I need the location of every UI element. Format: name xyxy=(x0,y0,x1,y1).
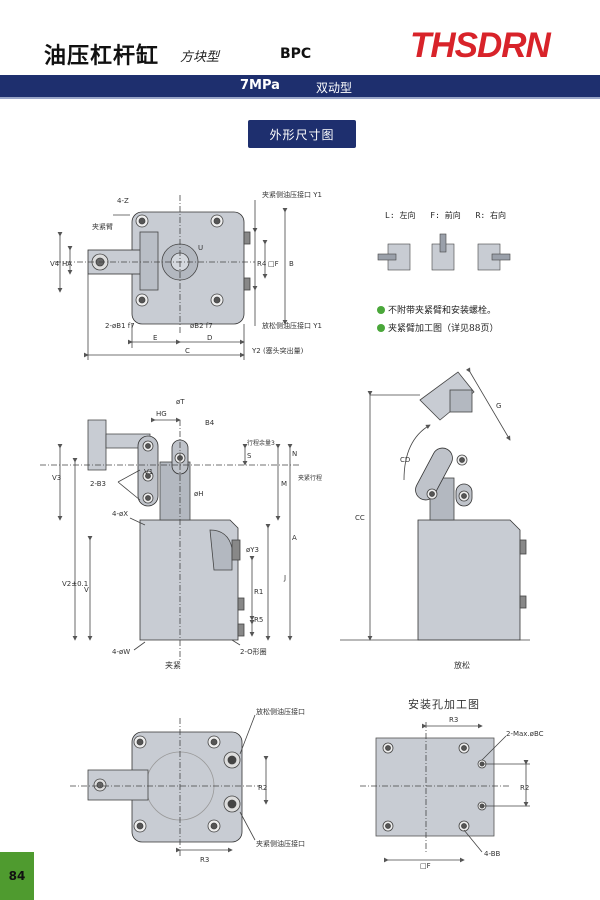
label-r2-install: R2 xyxy=(520,784,529,792)
label-t: øT xyxy=(176,398,185,406)
bottom-view-drawing xyxy=(70,714,269,856)
label-f-install: □F xyxy=(420,862,431,870)
label-r3-install: R3 xyxy=(449,716,458,724)
label-r4: R4 xyxy=(257,260,267,268)
orientation-legend: L: 左向 F: 前向 R: 右向 xyxy=(385,210,516,221)
label-u: U xyxy=(198,244,203,252)
bottom-view-labels: 放松侧油压接口 夹紧侧油压接口 R2 R3 xyxy=(200,707,305,864)
install-hole-labels: R3 2-Max.øBC R2 □F 4-BB xyxy=(420,716,544,870)
label-v: V xyxy=(84,586,89,594)
label-clamp-arm: 夹紧臂 xyxy=(92,222,113,231)
label-o: 2-O形圈 xyxy=(240,648,267,656)
model-code: BPC xyxy=(280,46,312,62)
label-j: J xyxy=(283,574,286,582)
label-cd: CD xyxy=(400,456,410,464)
label-h: øH xyxy=(194,490,204,498)
orientation-icons xyxy=(377,233,511,271)
label-x: 4-øX xyxy=(112,510,128,518)
action-type-label: 双动型 xyxy=(316,81,353,95)
top-view-drawing xyxy=(55,195,288,360)
label-v2: V2±0.1 xyxy=(62,580,88,588)
label-cc: CC xyxy=(355,514,365,522)
label-release-port-bottom: 放松侧油压接口 xyxy=(256,707,305,716)
label-y3: øY3 xyxy=(246,546,259,554)
label-hg: HG xyxy=(156,410,167,418)
label-release-port-top: 放松侧油压接口 Y1 xyxy=(262,321,322,330)
install-drawing-title: 安装孔加工图 xyxy=(408,698,480,711)
pressure-label: 7MPa xyxy=(240,78,280,93)
orientation-left-icon xyxy=(377,243,411,271)
label-m: M xyxy=(281,480,287,488)
note-item: 夹紧臂加工图（详见88页） xyxy=(377,320,498,338)
note-bullet-icon xyxy=(377,306,385,314)
label-ha: HA xyxy=(62,260,72,268)
label-4z: 4-Z xyxy=(117,197,129,205)
note-bullet-icon xyxy=(377,324,385,332)
label-w: 4-øW xyxy=(112,648,130,656)
orientation-front-icon xyxy=(431,233,455,271)
top-view-labels: 4-Z 夹紧臂 夹紧侧油压接口 Y1 放松侧油压接口 Y1 V4 HA U R4… xyxy=(50,190,322,355)
label-b4: B4 xyxy=(205,419,215,427)
orientation-left: L: 左向 xyxy=(385,211,416,220)
side-view-release-drawing xyxy=(340,367,530,641)
label-v4: V4 xyxy=(50,260,60,268)
label-clamp-port-bottom: 夹紧侧油压接口 xyxy=(256,839,305,848)
label-v1: V1 xyxy=(144,468,153,476)
page-title: 油压杠杆缸 xyxy=(44,44,160,69)
label-r1: R1 xyxy=(254,588,263,596)
label-b2: øB2 f7 xyxy=(190,322,213,330)
orientation-front: F: 前向 xyxy=(430,211,461,220)
brand-logo: THSDRN xyxy=(410,26,551,65)
note-item: 不附带夹紧臂和安装螺栓。 xyxy=(377,302,498,320)
label-s: S xyxy=(247,452,252,460)
label-r3-bottom: R3 xyxy=(200,856,209,864)
label-r5: R5 xyxy=(254,616,263,624)
label-clamp-port-top: 夹紧侧油压接口 Y1 xyxy=(262,190,322,199)
label-f: □F xyxy=(268,260,279,268)
notes-list: 不附带夹紧臂和安装螺栓。 夹紧臂加工图（详见88页） xyxy=(377,302,498,338)
orientation-right: R: 右向 xyxy=(475,211,507,220)
caption-clamp: 夹紧 xyxy=(165,660,181,670)
side-view-release-labels: G CD CC 放松 xyxy=(355,402,501,670)
section-title-badge: 外形尺寸图 xyxy=(248,120,356,148)
caption-release: 放松 xyxy=(454,660,470,670)
page-subtitle: 方块型 xyxy=(180,50,220,65)
label-r2-bottom: R2 xyxy=(258,784,267,792)
header-band xyxy=(0,75,600,97)
label-b3: 2-B3 xyxy=(90,480,106,488)
header-band-line xyxy=(0,97,600,99)
label-b1: 2-øB1 f7 xyxy=(105,322,135,330)
label-v3: V3 xyxy=(52,474,61,482)
label-b: B xyxy=(289,260,294,268)
label-bb: 4-BB xyxy=(484,850,501,858)
label-g: G xyxy=(496,402,501,410)
label-d: D xyxy=(207,334,212,342)
install-hole-drawing xyxy=(360,722,530,863)
label-bc: 2-Max.øBC xyxy=(506,730,544,738)
label-n: N xyxy=(292,450,297,458)
label-e: E xyxy=(153,334,157,342)
label-stroke-margin: 行程余量3 xyxy=(247,439,275,447)
label-y2: Y2 (塞头突出量) xyxy=(251,346,304,355)
page-number: 84 xyxy=(0,852,34,900)
label-c: C xyxy=(185,347,190,355)
label-clamp-stroke: 夹紧行程 xyxy=(298,474,322,482)
side-view-clamp-labels: HG øT B4 行程余量3 S N V3 V1 2-B3 øH M 夹紧行程 … xyxy=(52,398,322,670)
side-view-clamp-drawing xyxy=(40,417,300,660)
orientation-right-icon xyxy=(477,243,511,271)
label-a: A xyxy=(292,534,297,542)
